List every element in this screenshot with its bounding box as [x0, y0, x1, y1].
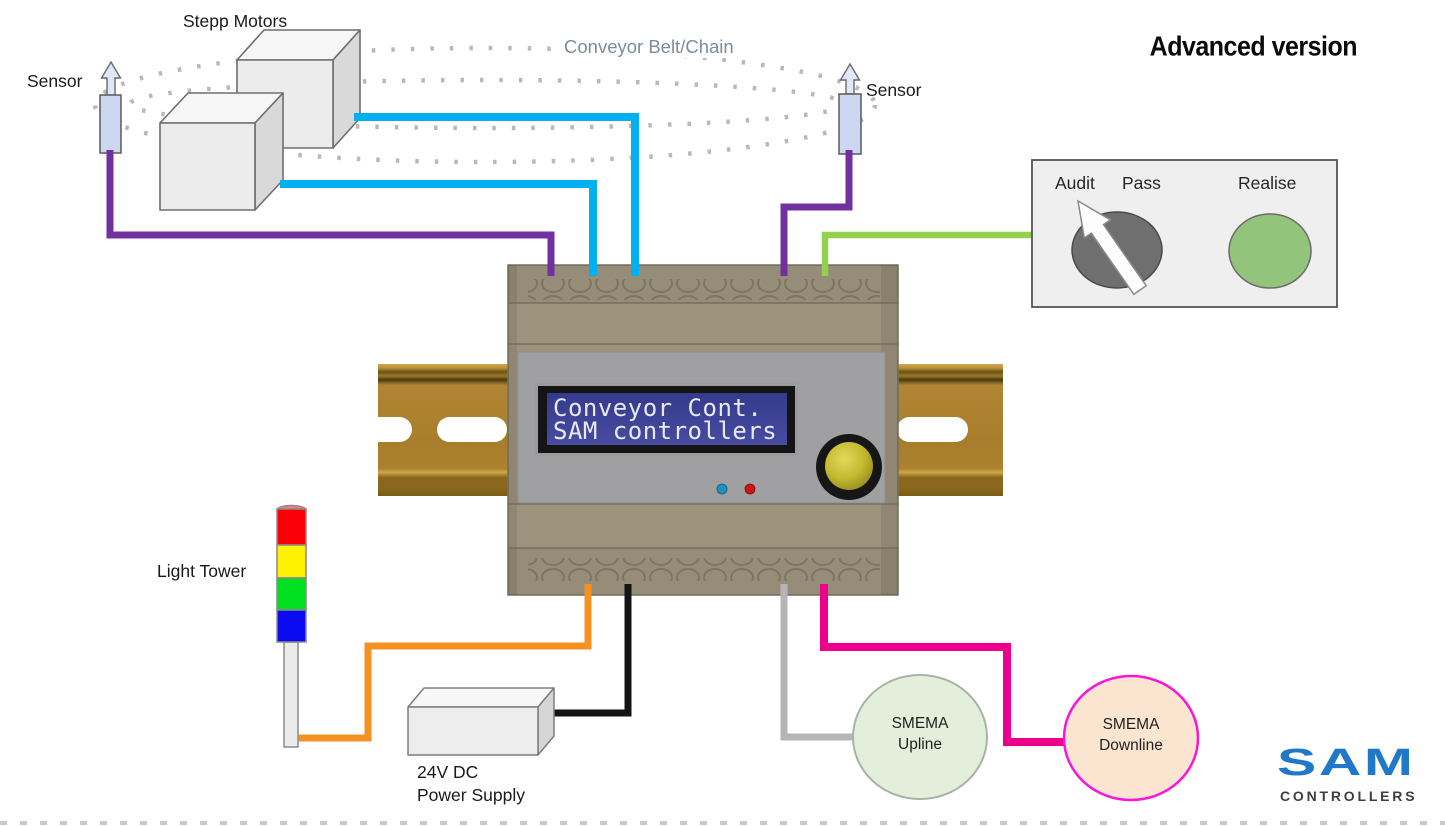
wiring: [106, 113, 1068, 746]
up-arrow-icon: [100, 60, 122, 97]
wire-sensor-left: [106, 150, 555, 276]
sensor-left-label: Sensor: [27, 71, 83, 91]
power-supply-label: 24V DC Power Supply: [417, 761, 525, 807]
controller-left-edge: [508, 265, 517, 595]
terminal-row-bottom: [528, 558, 880, 581]
tower-pole: [283, 641, 299, 748]
wire-sensor-right: [780, 150, 853, 276]
tower-light-yellow: [276, 544, 307, 579]
light-tower-label: Light Tower: [157, 561, 247, 581]
sensor-right-label: Sensor: [866, 80, 922, 100]
smema-upline-node: [852, 674, 988, 800]
lcd-screen: [547, 393, 787, 445]
rail-slot-hole: [364, 417, 412, 442]
tower-light-red: [276, 508, 307, 546]
smema-upline-line2: Upline: [898, 736, 942, 753]
brand-logo-subtitle: CONTROLLERS: [1280, 788, 1418, 804]
sensor-left-device: [99, 60, 122, 154]
smema-upline-line1: SMEMA: [891, 715, 949, 732]
din-rail: [364, 364, 1003, 496]
status-led-red: [744, 483, 756, 495]
psu-top-face: [407, 687, 555, 708]
psu-front-face: [407, 706, 539, 756]
push-button: [825, 442, 873, 490]
knob-label-pass: Pass: [1122, 173, 1161, 193]
terminal-row-top: [528, 279, 880, 300]
conveyor-belt-label: Conveyor Belt/Chain: [556, 36, 742, 58]
smema-downline-line1: SMEMA: [1102, 716, 1160, 733]
stepp-motors-label: Stepp Motors: [183, 11, 288, 31]
knob-label-realise: Realise: [1238, 173, 1297, 193]
smema-downline-label: SMEMA Downline: [1066, 714, 1196, 756]
wire-motor-right: [354, 113, 639, 276]
smema-connectors: [852, 674, 1200, 802]
realise-lamp: [1228, 213, 1312, 289]
lcd-text-line1: Conveyor Cont.: [553, 394, 763, 422]
rail-slot-hole: [437, 417, 507, 442]
brand-logo: SAM: [1277, 740, 1416, 784]
wire-smema-downline: [820, 584, 1068, 746]
knob-label-audit: Audit: [1055, 173, 1095, 193]
psu-label-line2: Power Supply: [417, 785, 525, 805]
controller-right-edge: [881, 265, 898, 595]
belt-outer-loop: [92, 45, 878, 165]
sensor-body: [838, 93, 862, 155]
lcd-text-line2: SAM controllers: [553, 417, 778, 445]
knob-pointer-icon: [1076, 199, 1148, 296]
page-title: Advanced version: [1149, 31, 1358, 63]
wire-panel: [821, 231, 1034, 276]
status-led-blue: [716, 483, 728, 495]
up-arrow-icon: [839, 62, 861, 95]
psu-label-line1: 24V DC: [417, 762, 479, 782]
rail-slot-hole: [897, 417, 968, 442]
tower-light-blue: [276, 609, 307, 643]
motor-cube-front-face: [159, 122, 256, 211]
control-panel: [1031, 159, 1338, 308]
wire-smema-upline: [780, 584, 858, 741]
sensor-body: [99, 94, 122, 154]
smema-downline-line2: Downline: [1099, 737, 1163, 754]
power-supply-device: [407, 687, 555, 756]
wire-light-tower: [296, 584, 592, 742]
stepper-motor-left: [159, 92, 284, 211]
sensor-right-device: [838, 62, 862, 155]
wire-motor-left: [280, 180, 597, 276]
smema-upline-label: SMEMA Upline: [855, 713, 985, 755]
smema-downline-node: [1062, 674, 1200, 802]
tower-light-green: [276, 577, 307, 611]
wire-power: [548, 584, 632, 717]
stepper-motor-right: [236, 29, 361, 149]
light-tower-device: [276, 504, 307, 748]
conveyor-controller-unit: [507, 264, 899, 596]
